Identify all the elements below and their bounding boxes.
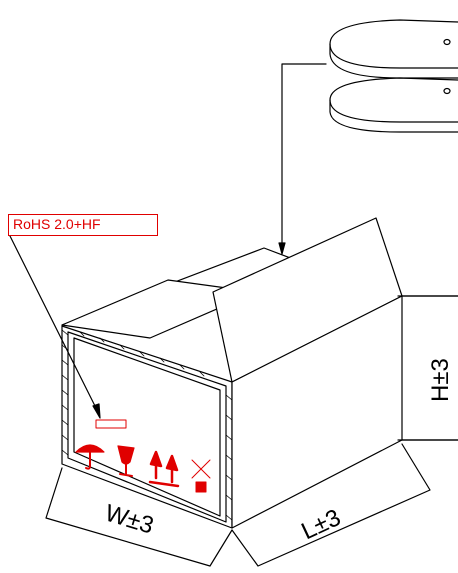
this-way-up-arrows-icon [148, 450, 180, 488]
width-label: W±3 [102, 499, 157, 539]
reel-leader-line [281, 63, 327, 251]
reel-stack [329, 19, 458, 133]
length-dimension [231, 443, 431, 567]
reel-leader-arrowhead [278, 242, 286, 255]
width-dimension [45, 467, 233, 567]
carton-box [61, 217, 458, 529]
rohs-callout-label: RoHS 2.0+HF [8, 214, 158, 236]
small-rohs-tag [95, 419, 127, 429]
height-dimension [401, 295, 458, 441]
fragile-glass-icon [117, 445, 135, 477]
rohs-leader-arrowhead [92, 403, 101, 419]
reel-disc-lower [329, 77, 458, 133]
reel-disc-upper [329, 19, 458, 79]
rohs-leader-line [9, 235, 99, 413]
height-label: H±3 [427, 358, 454, 402]
umbrella-icon [75, 444, 105, 470]
length-label: L±3 [297, 504, 345, 545]
recycle-icon [191, 459, 211, 493]
handling-marks [75, 419, 211, 493]
